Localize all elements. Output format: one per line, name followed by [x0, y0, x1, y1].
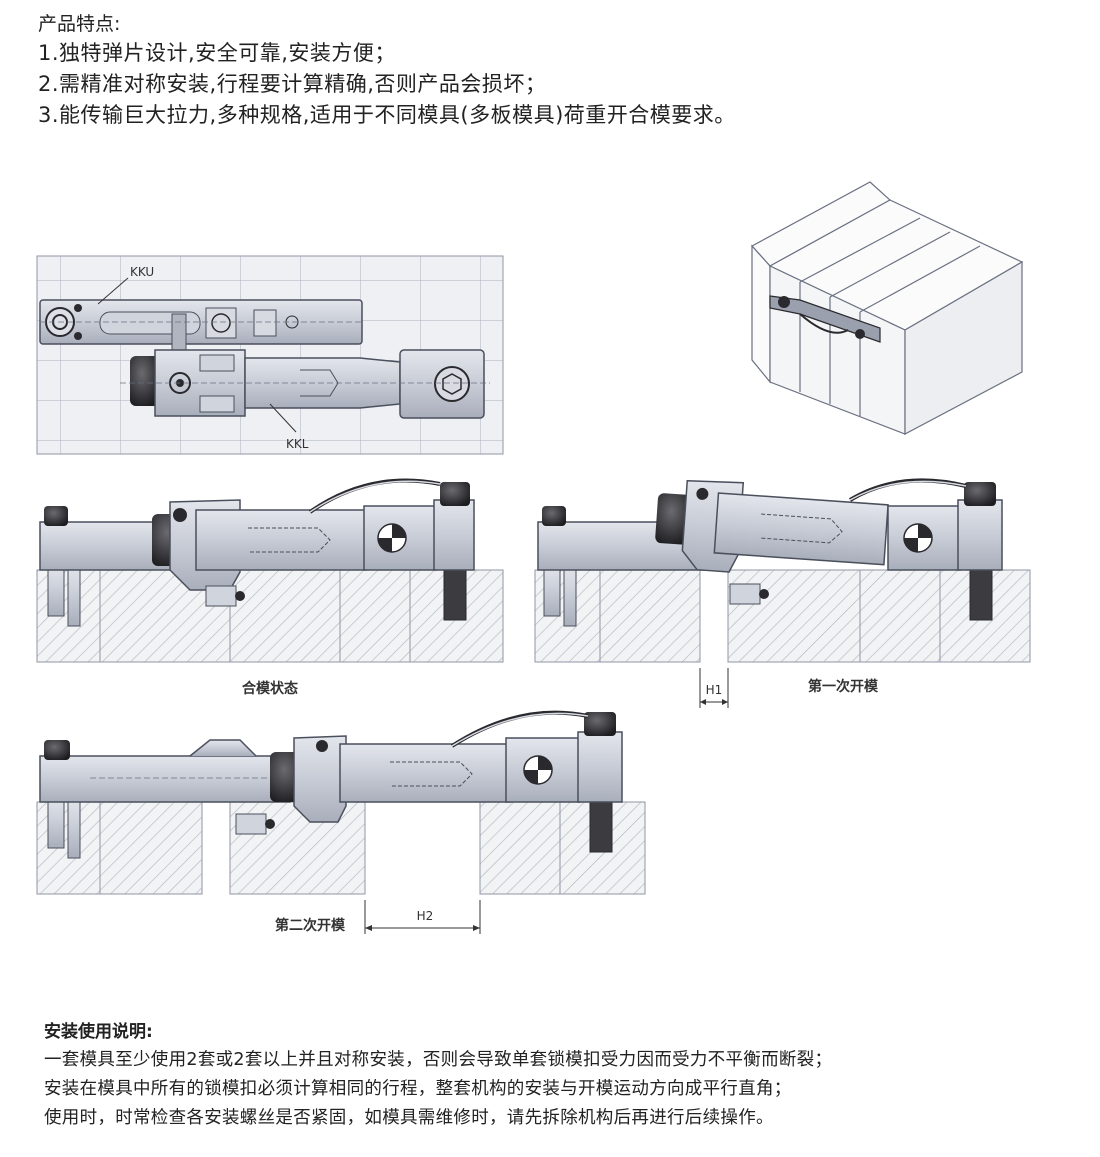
features-section: 产品特点: 1.独特弹片设计,安全可靠,安装方便； 2.需精准对称安装,行程要计… [38, 10, 1078, 131]
h1-dimension-label: H1 [706, 683, 723, 697]
feature-item-3: 3.能传输巨大拉力,多种规格,适用于不同模具(多板模具)荷重开合模要求。 [38, 103, 736, 127]
first-opening-caption: 第一次开模 [808, 678, 879, 695]
first-opening-section: H1 第一次开模 [534, 478, 1031, 708]
second-opening-section: H2 第二次开模 [36, 710, 646, 934]
usage-title: 安装使用说明: [44, 1022, 153, 1042]
usage-section: 安装使用说明: 一套模具至少使用2套或2套以上并且对称安装，否则会导致单套锁模扣… [44, 1018, 1084, 1133]
closed-state-caption: 合模状态 [242, 680, 298, 697]
kkl-part: KKL [120, 349, 490, 451]
mold-isometric-view [751, 181, 1024, 435]
second-opening-caption: 第二次开模 [275, 917, 346, 934]
closed-state-section: 合模状态 [36, 478, 504, 697]
feature-item-2: 2.需精准对称安装,行程要计算精确,否则产品会损坏； [38, 72, 547, 96]
h2-dimension-label: H2 [417, 909, 434, 923]
mold-latch-part [769, 295, 881, 343]
usage-item-2: 安装在模具中所有的锁模扣必须计算相同的行程，整套机构的安装与开模运动方向成平行直… [44, 1079, 792, 1099]
usage-item-1: 一套模具至少使用2套或2套以上并且对称安装，否则会导致单套锁模扣受力因而受力不平… [44, 1050, 833, 1070]
top-view: KKU KKL [36, 255, 504, 455]
features-title: 产品特点: [38, 13, 121, 35]
feature-item-1: 1.独特弹片设计,安全可靠,安装方便； [38, 41, 396, 65]
kkl-label: KKL [286, 437, 309, 451]
kku-label: KKU [130, 265, 154, 279]
kku-part: KKU [39, 265, 363, 355]
usage-item-3: 使用时，时常检查各安装螺丝是否紧固，如模具需维修时，请先拆除机构后再进行后续操作… [44, 1108, 774, 1128]
